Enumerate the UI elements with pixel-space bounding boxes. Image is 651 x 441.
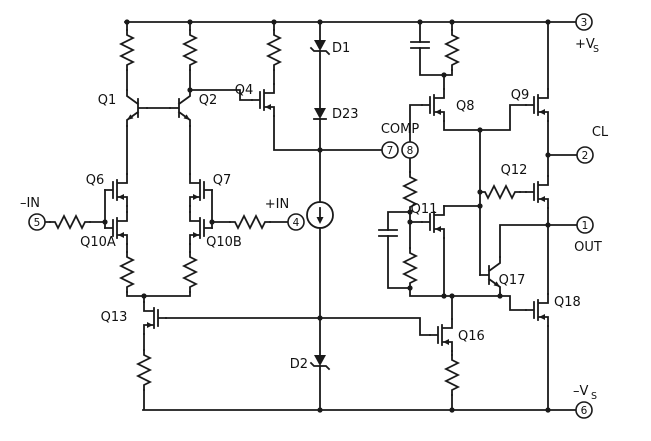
resistor: [445, 29, 459, 71]
transistor-q18-symbol: [525, 293, 549, 327]
label-cl: CL: [592, 125, 609, 140]
label-q8: Q8: [456, 99, 475, 114]
label-q18: Q18: [554, 295, 581, 310]
resistor: [137, 349, 151, 391]
label-q12: Q12: [501, 163, 528, 178]
label-q6: Q6: [86, 173, 105, 188]
pin-3-number: 3: [581, 17, 588, 29]
label-vplus-sub: S: [593, 44, 599, 55]
zener-d2-symbol: [310, 354, 330, 370]
pin-terminals: [28, 13, 594, 419]
current-source-symbol: [306, 201, 334, 229]
resistor: [120, 251, 134, 293]
pin-1-number: 1: [582, 220, 589, 232]
label-q13: Q13: [101, 310, 128, 325]
label-vplus: +V: [575, 37, 595, 52]
transistor-q2-symbol: [169, 89, 191, 127]
pin-6-number: 6: [581, 405, 588, 417]
label-d2: D2: [290, 357, 308, 372]
diode-d23-symbol: [313, 107, 327, 120]
label-q2: Q2: [199, 93, 218, 108]
junction-dots: [102, 19, 551, 413]
transistor-q7-symbol: [189, 173, 213, 207]
resistor: [120, 29, 134, 71]
label-vminus: –V: [573, 384, 589, 399]
transistor-q12-symbol: [525, 175, 549, 209]
pin-4-number: 4: [293, 217, 300, 229]
resistor: [183, 251, 197, 293]
resistor-in-plus: [229, 215, 271, 229]
label-q10a: Q10A: [80, 235, 116, 250]
label-comp: COMP: [381, 122, 420, 137]
transistor-q16-symbol: [429, 318, 453, 352]
label-out: OUT: [574, 240, 602, 255]
resistor: [403, 247, 417, 289]
pin-7-number: 7: [387, 145, 394, 157]
transistor-q9-symbol: [525, 88, 549, 122]
transistor-q6-symbol: [104, 173, 128, 207]
pin-2-number: 2: [582, 150, 589, 162]
pin-8-number: 8: [407, 145, 414, 157]
label-vminus-sub: S: [591, 391, 597, 402]
resistor: [267, 29, 281, 71]
label-d23: D23: [332, 107, 359, 122]
transistor-q8-symbol: [421, 88, 445, 122]
capacitor-comp-symbol: [378, 229, 398, 237]
transistor-q13-symbol: [143, 301, 167, 335]
transistors: [104, 83, 549, 352]
resistors: [49, 29, 521, 396]
label-q17: Q17: [499, 273, 526, 288]
label-q10b: Q10B: [206, 235, 242, 250]
label-in-minus: –IN: [20, 196, 40, 211]
wire-network: [44, 21, 578, 411]
pin-5-number: 5: [34, 217, 41, 229]
label-q16: Q16: [458, 329, 485, 344]
label-q1: Q1: [98, 93, 117, 108]
label-q9: Q9: [511, 88, 530, 103]
resistor-q12-gate: [479, 185, 521, 199]
transistor-q17-symbol: [479, 256, 501, 294]
resistor: [183, 29, 197, 71]
label-d1: D1: [332, 41, 350, 56]
transistor-q4-symbol: [251, 83, 275, 117]
label-in-plus: +IN: [265, 197, 289, 212]
resistor: [445, 354, 459, 396]
label-q7: Q7: [213, 173, 232, 188]
label-q4: Q4: [235, 83, 254, 98]
transistor-q1-symbol: [126, 89, 148, 127]
resistor-in-minus: [49, 215, 91, 229]
label-q11: Q11: [411, 202, 438, 217]
